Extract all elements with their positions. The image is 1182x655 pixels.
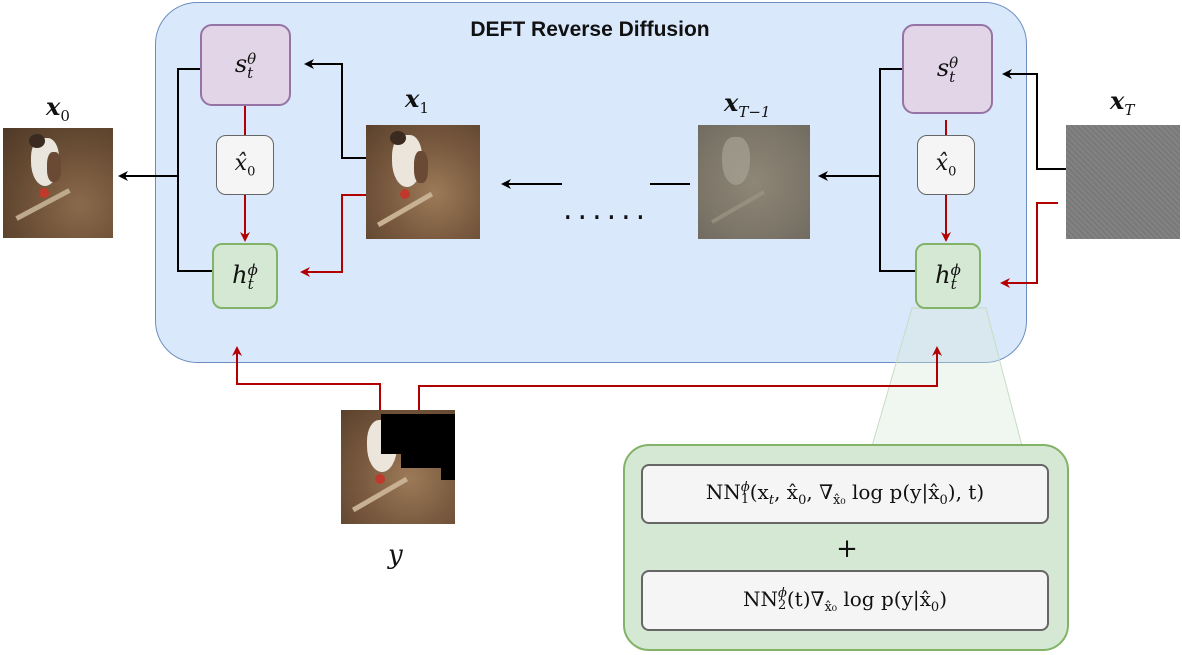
label-xT-minus-1: xT−1 [724, 88, 771, 121]
image-y [341, 410, 455, 524]
image-x0 [3, 128, 113, 238]
image-xT-minus-1 [698, 125, 810, 239]
label-x0: x0 [46, 92, 70, 125]
plus-sign: + [836, 534, 858, 564]
x0-estimate-left: x̂0 [216, 135, 274, 195]
label-y: y [388, 540, 403, 570]
label-xT: xT [1110, 86, 1135, 119]
ellipsis: ...... [563, 192, 651, 227]
image-x1 [366, 125, 480, 239]
reverse-diffusion-panel [155, 2, 1027, 363]
panel-title: DEFT Reverse Diffusion [470, 18, 710, 41]
label-x1: x1 [405, 84, 429, 117]
mask-region-3 [441, 460, 455, 480]
image-xT [1066, 125, 1180, 239]
x0-estimate-right: x̂0 [917, 135, 975, 195]
